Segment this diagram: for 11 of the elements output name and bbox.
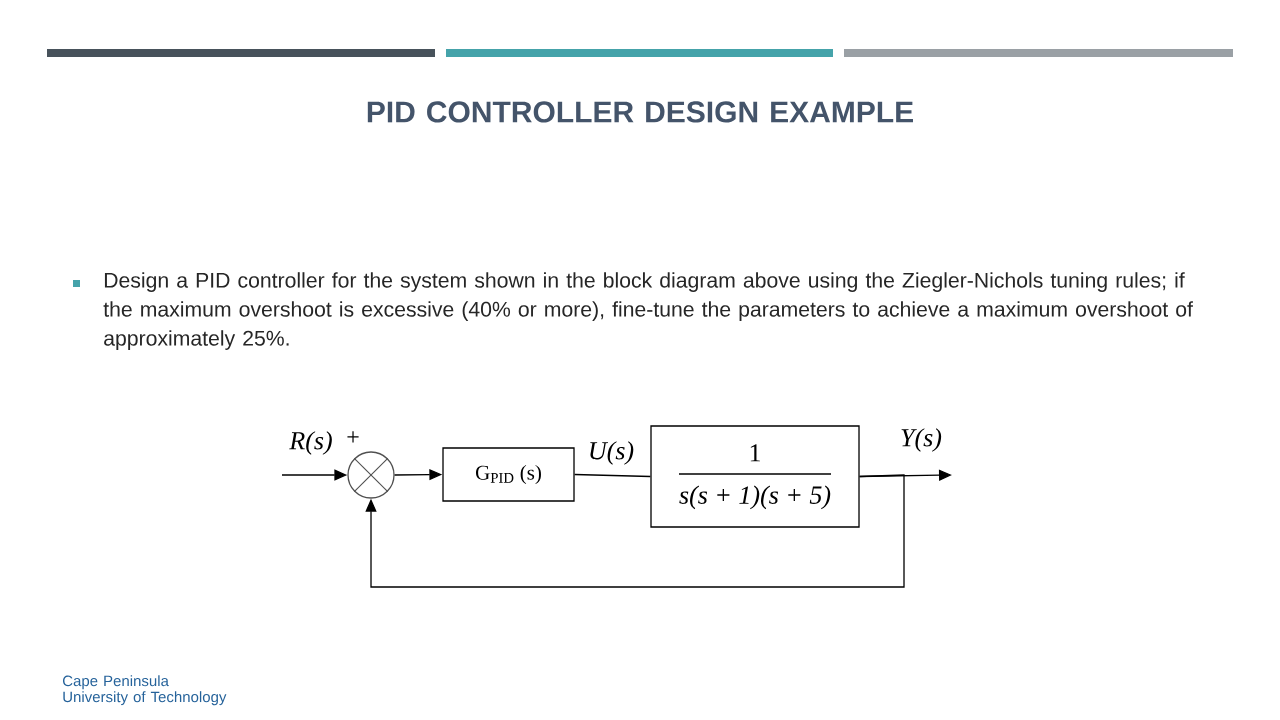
title: PID CONTROLLER DESIGN EXAMPLE <box>367 101 913 123</box>
transfer-function-box: 1 s(s + 1)(s + 5) <box>650 425 860 528</box>
signal-arrow <box>365 474 905 588</box>
signal-label: R(s) <box>289 431 332 455</box>
summing-junction <box>347 451 395 499</box>
signal-label: U(s) <box>590 441 634 465</box>
bullet-text: Design a PID controller for the system shown in the block diagram above using the Ziegler-Nichols tuning rules; if the maximum overshoot is excessive (40% or more), fine-tune the parameters to achieve a maximum overshoot of approximately 25%. <box>103 272 1193 350</box>
signal-label: Y(s) <box>901 428 942 452</box>
institution-name: Cape Peninsula University of Technology <box>62 675 227 706</box>
sign-label: + <box>347 431 359 443</box>
controller-box: G$_{PID}$ (s) <box>442 447 575 502</box>
